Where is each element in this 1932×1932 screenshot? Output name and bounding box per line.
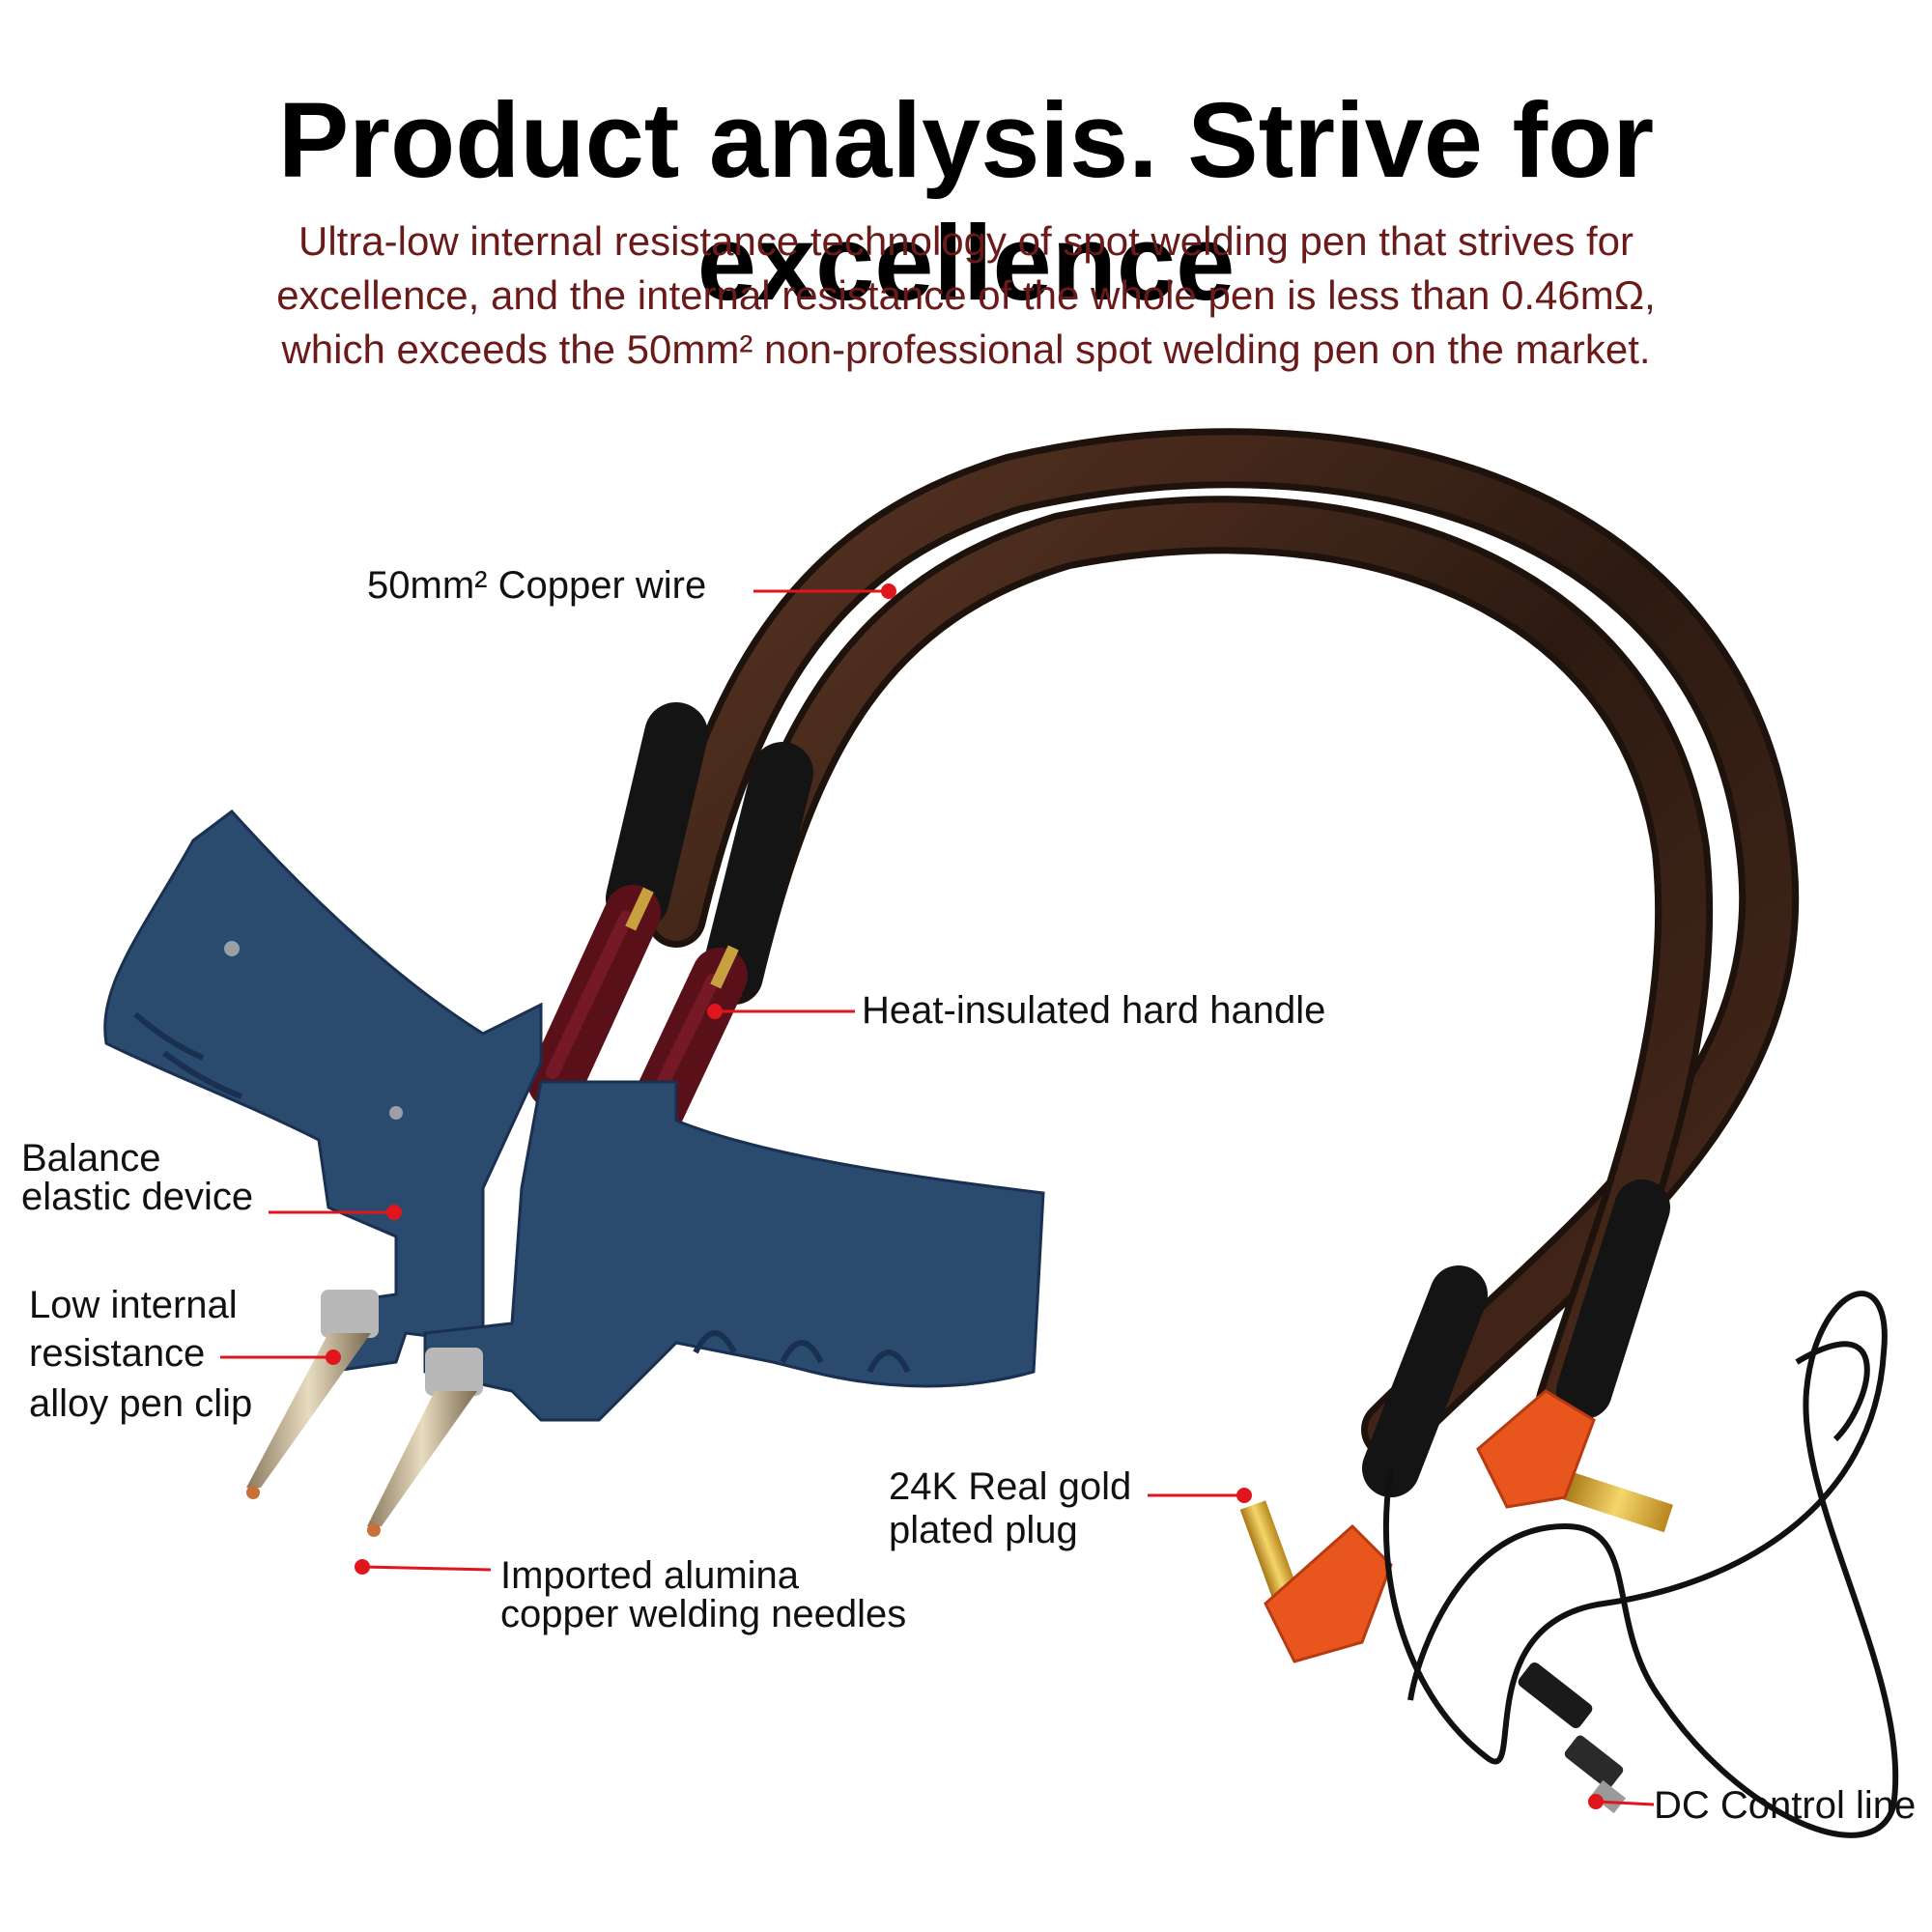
callout-needles — [355, 1559, 492, 1575]
subtitle-line-2: excellence, and the internal resistance … — [276, 272, 1656, 318]
label-copper-wire: 50mm² Copper wire — [367, 564, 707, 607]
page-title: Product analysis. Strive for excellence — [277, 81, 1655, 323]
label-plug-line-2: plated plug — [889, 1509, 1078, 1551]
label-balance-line-2: elastic device — [21, 1176, 254, 1218]
callout-pen-clip — [220, 1350, 341, 1365]
label-dc-line: DC Control line — [1654, 1784, 1917, 1827]
callout-balance — [269, 1205, 402, 1220]
pen-tip-left — [246, 1290, 379, 1499]
callout-dc-line — [1588, 1794, 1655, 1809]
heat-shrink-plug-right — [1556, 1179, 1670, 1419]
pen-body-right — [423, 1080, 1045, 1422]
label-handle: Heat-insulated hard handle — [862, 989, 1326, 1032]
pen-body-left — [103, 809, 543, 1374]
dc-control-cable — [1382, 1291, 1899, 1838]
gold-plug-right — [1476, 1389, 1673, 1533]
heat-shrink-left — [606, 702, 708, 930]
pen-tip-right — [367, 1348, 483, 1537]
gold-plug-left — [1239, 1500, 1393, 1663]
callout-plug — [1148, 1488, 1252, 1503]
label-balance-line-1: Balance — [21, 1137, 161, 1179]
subtitle-line-3: which exceeds the 50mm² non-professional… — [281, 327, 1651, 372]
label-pen-clip-line-3: alloy pen clip — [29, 1382, 253, 1425]
callout-copper-wire — [753, 583, 896, 599]
label-pen-clip-line-2: resistance — [29, 1332, 206, 1375]
insulated-handle-left — [527, 885, 661, 1110]
heat-shrink-plug-left — [1362, 1265, 1488, 1497]
braided-cable-right — [705, 496, 1714, 1430]
heat-shrink-right — [703, 742, 813, 997]
label-plug-line-1: 24K Real gold — [889, 1465, 1132, 1508]
dc-connector — [1518, 1662, 1626, 1814]
label-needles-line-2: copper welding needles — [500, 1593, 907, 1635]
subtitle-line-1: Ultra-low internal resistance technology… — [298, 218, 1634, 264]
label-pen-clip-line-1: Low internal — [29, 1284, 238, 1326]
callout-handle — [707, 1004, 855, 1019]
label-needles-line-1: Imported alumina — [500, 1554, 800, 1597]
